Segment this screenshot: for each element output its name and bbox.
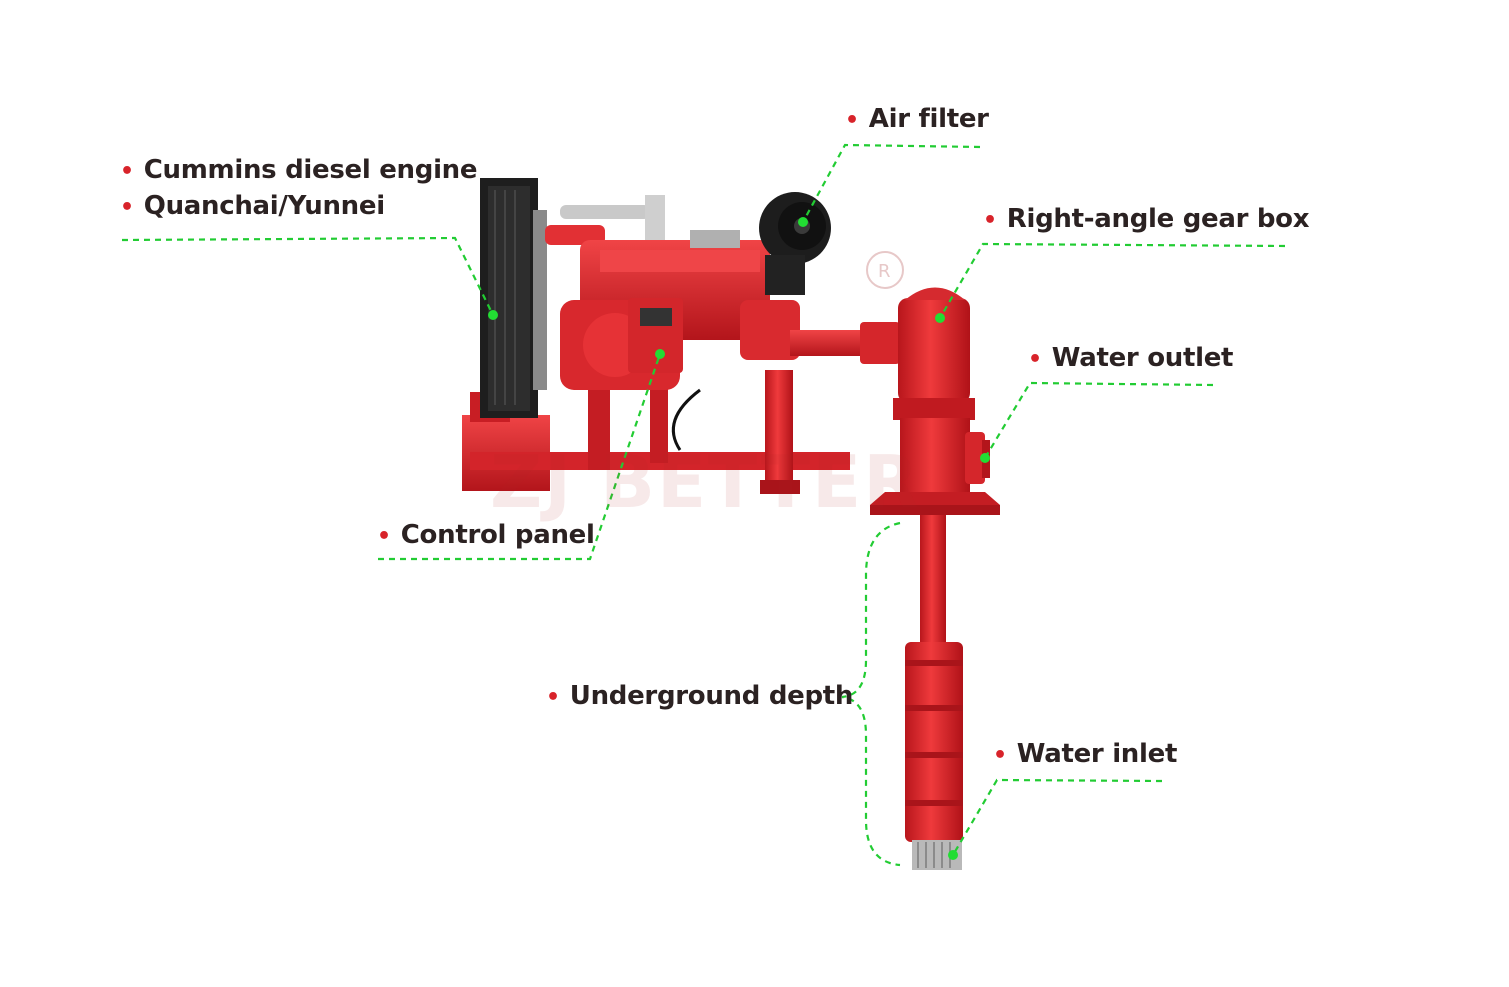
label-text: Air filter <box>868 104 989 134</box>
bullet-icon: • <box>377 524 391 549</box>
label-text: Right-angle gear box <box>1006 204 1310 234</box>
leader-line-water-inlet <box>952 778 1163 856</box>
registered-mark: R <box>866 251 904 289</box>
bullet-icon: • <box>993 743 1007 768</box>
label-gear-box: • Right-angle gear box <box>983 203 1310 237</box>
dot-gear-box <box>935 313 945 323</box>
label-engine-line1: • Cummins diesel engine <box>120 154 478 188</box>
label-text: Cummins diesel engine <box>143 155 478 185</box>
label-text: Water inlet <box>1016 739 1178 769</box>
bullet-icon: • <box>1028 347 1042 372</box>
radiator <box>480 178 547 418</box>
depth-brace <box>841 521 901 867</box>
bullet-icon: • <box>120 195 134 220</box>
label-text: Control panel <box>400 520 595 550</box>
dot-engine <box>488 310 498 320</box>
engine-block <box>545 195 800 451</box>
label-water-inlet: • Water inlet <box>993 738 1177 772</box>
leader-line-engine <box>121 236 494 316</box>
label-engine-line2: • Quanchai/Yunnei <box>120 190 385 224</box>
column-pipe <box>920 515 946 645</box>
dot-water-inlet <box>948 850 958 860</box>
dot-water-outlet <box>980 453 990 463</box>
control-panel-box <box>628 298 683 373</box>
dot-control-panel <box>655 349 665 359</box>
drive-shaft <box>790 322 900 364</box>
label-water-outlet: • Water outlet <box>1028 342 1233 376</box>
suction-strainer <box>912 840 962 870</box>
bullet-icon: • <box>983 208 997 233</box>
watermark-text: ZJ BETTER <box>490 440 921 524</box>
label-text: Underground depth <box>569 681 854 711</box>
dot-air-filter <box>798 217 808 227</box>
label-underground-depth: • Underground depth <box>546 680 853 714</box>
label-control-panel: • Control panel <box>377 519 595 553</box>
pump-bowl-assembly <box>905 642 963 842</box>
bullet-icon: • <box>845 108 859 133</box>
svg-text:R: R <box>878 261 891 282</box>
leader-line-gear-box <box>939 242 1286 319</box>
label-text: Water outlet <box>1051 343 1234 373</box>
leader-line-air-filter <box>802 143 981 223</box>
gear-box <box>893 287 975 420</box>
bullet-icon: • <box>120 159 134 184</box>
leader-line-water-outlet <box>984 381 1214 459</box>
label-text: Quanchai/Yunnei <box>143 191 385 221</box>
label-air-filter: • Air filter <box>845 103 989 137</box>
air-filter-canister <box>759 192 831 295</box>
bullet-icon: • <box>546 685 560 710</box>
leader-line-control-panel <box>378 353 662 561</box>
